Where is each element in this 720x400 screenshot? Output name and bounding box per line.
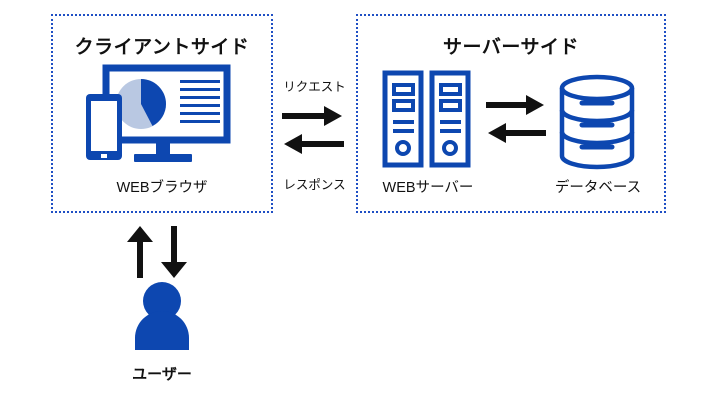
user-illustration	[131, 282, 193, 350]
person-icon	[135, 282, 189, 350]
web-browser-illustration	[84, 62, 234, 172]
database-label: データベース	[554, 180, 642, 196]
server-side-title: サーバーサイド	[443, 37, 579, 58]
arrow-up-icon	[127, 226, 153, 278]
web-server-illustration	[382, 70, 474, 170]
server-rack-icon	[382, 70, 471, 168]
response-label: レスポンス	[283, 178, 346, 192]
database-cylinder-icon	[559, 74, 635, 170]
request-label: リクエスト	[283, 80, 346, 94]
web-browser-label: WEBブラウザ	[116, 180, 208, 196]
user-label: ユーザー	[132, 366, 192, 383]
client-side-group-box: クライアントサイド	[51, 14, 273, 213]
database-illustration	[552, 74, 642, 170]
client-side-title: クライアントサイド	[74, 37, 250, 58]
arrow-left-icon	[488, 123, 546, 143]
server-side-group-box: サーバーサイド	[356, 14, 666, 213]
server-database-exchange-arrows-icon	[486, 95, 546, 143]
browser-devices-icon	[86, 64, 231, 162]
arrow-right-icon	[486, 95, 544, 115]
arrow-left-icon	[284, 134, 344, 154]
web-server-label: WEBサーバー	[382, 180, 474, 196]
arrow-down-icon	[161, 226, 187, 278]
user-browser-exchange-arrows-icon	[127, 226, 187, 278]
request-response-flow: リクエスト レスポンス	[273, 76, 356, 194]
arrow-right-icon	[282, 106, 342, 126]
request-response-arrows-icon	[282, 106, 344, 154]
